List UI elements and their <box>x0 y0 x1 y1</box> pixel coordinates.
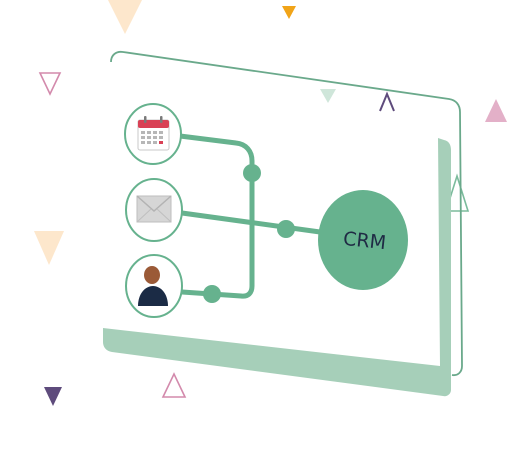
triangle-peach-left <box>34 231 64 265</box>
panel-shadow <box>103 138 451 397</box>
triangle-peach-top <box>108 0 142 34</box>
triangle-pink-outline-bottom <box>161 372 187 398</box>
triangle-green-outline-right <box>444 173 470 212</box>
crm-hub: CRM <box>318 190 408 290</box>
source-person <box>125 254 183 318</box>
crm-hub-label: CRM <box>342 228 387 254</box>
triangle-orange-top <box>282 6 296 19</box>
person-icon <box>138 266 168 306</box>
connection-lines <box>177 133 323 299</box>
panel-shadow-bottom <box>103 138 451 397</box>
node-calendar-junction <box>243 164 261 182</box>
source-calendar <box>124 103 182 165</box>
triangle-pink-outline-left <box>38 72 62 96</box>
mail-envelope-icon <box>136 195 172 223</box>
panel-outline <box>110 50 463 377</box>
source-mail <box>125 178 183 242</box>
node-person-junction <box>203 285 221 303</box>
chevron-purple-inside <box>379 91 395 112</box>
crm-hub-circle <box>318 190 408 290</box>
node-mail-junction <box>277 220 295 238</box>
source-person-circle <box>125 254 183 318</box>
decorative-triangles <box>34 0 507 406</box>
triangle-pink-right <box>485 99 507 122</box>
calendar-icon <box>137 116 170 151</box>
connector-nodes <box>203 164 295 303</box>
triangle-mint-inside <box>320 89 336 103</box>
line-mail <box>179 210 323 235</box>
triangle-purple-bottom <box>44 387 62 406</box>
